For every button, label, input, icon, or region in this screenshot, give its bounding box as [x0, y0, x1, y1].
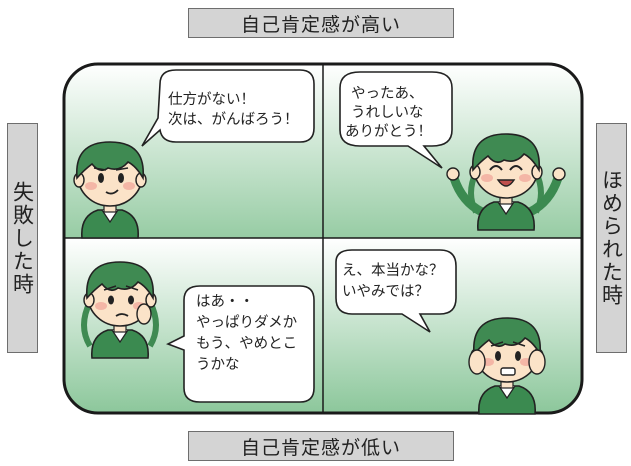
- label-high-self-esteem: 自己肯定感が高い: [188, 8, 454, 38]
- child-happy-praised: [446, 133, 566, 231]
- bubble-bottom-left-line-3: もう、やめとこ: [196, 335, 297, 352]
- bubble-bottom-left-line-2: やっぱりダメか: [196, 314, 297, 331]
- bubble-top-left-line-1: 仕方がない！: [168, 91, 255, 108]
- child-sad-failure: [81, 261, 159, 359]
- bubble-top-right-line-3: ありがとう！: [345, 123, 432, 140]
- bubble-top-right-line-1: やったあ、: [351, 85, 424, 102]
- speech-bubble-top-left: 仕方がない！ 次は、がんばろう！: [141, 69, 315, 147]
- label-low-self-esteem: 自己肯定感が低い: [188, 431, 454, 461]
- speech-bubble-bottom-right: え、本当かな？ いやみでは？: [335, 249, 457, 333]
- child-positive-failure: [73, 141, 147, 239]
- bubble-bottom-right-line-2: いやみでは？: [342, 283, 429, 300]
- child-doubtful-praised: [468, 317, 546, 415]
- speech-bubble-top-right: やったあ、 うれしいな ありがとう！: [339, 71, 453, 169]
- speech-bubble-bottom-left: はあ・・ やっぱりダメか もう、やめとこ うかな: [166, 285, 315, 403]
- label-when-failed: 失敗した時: [7, 123, 38, 353]
- label-when-praised: ほめられた時: [596, 123, 627, 353]
- bubble-bottom-left-line-1: はあ・・: [196, 293, 254, 310]
- bubble-top-right-line-2: うれしいな: [351, 104, 424, 121]
- bubble-bottom-left-line-4: うかな: [196, 356, 240, 373]
- bubble-bottom-right-line-1: え、本当かな？: [342, 262, 444, 279]
- bubble-top-left-line-2: 次は、がんばろう！: [168, 111, 299, 128]
